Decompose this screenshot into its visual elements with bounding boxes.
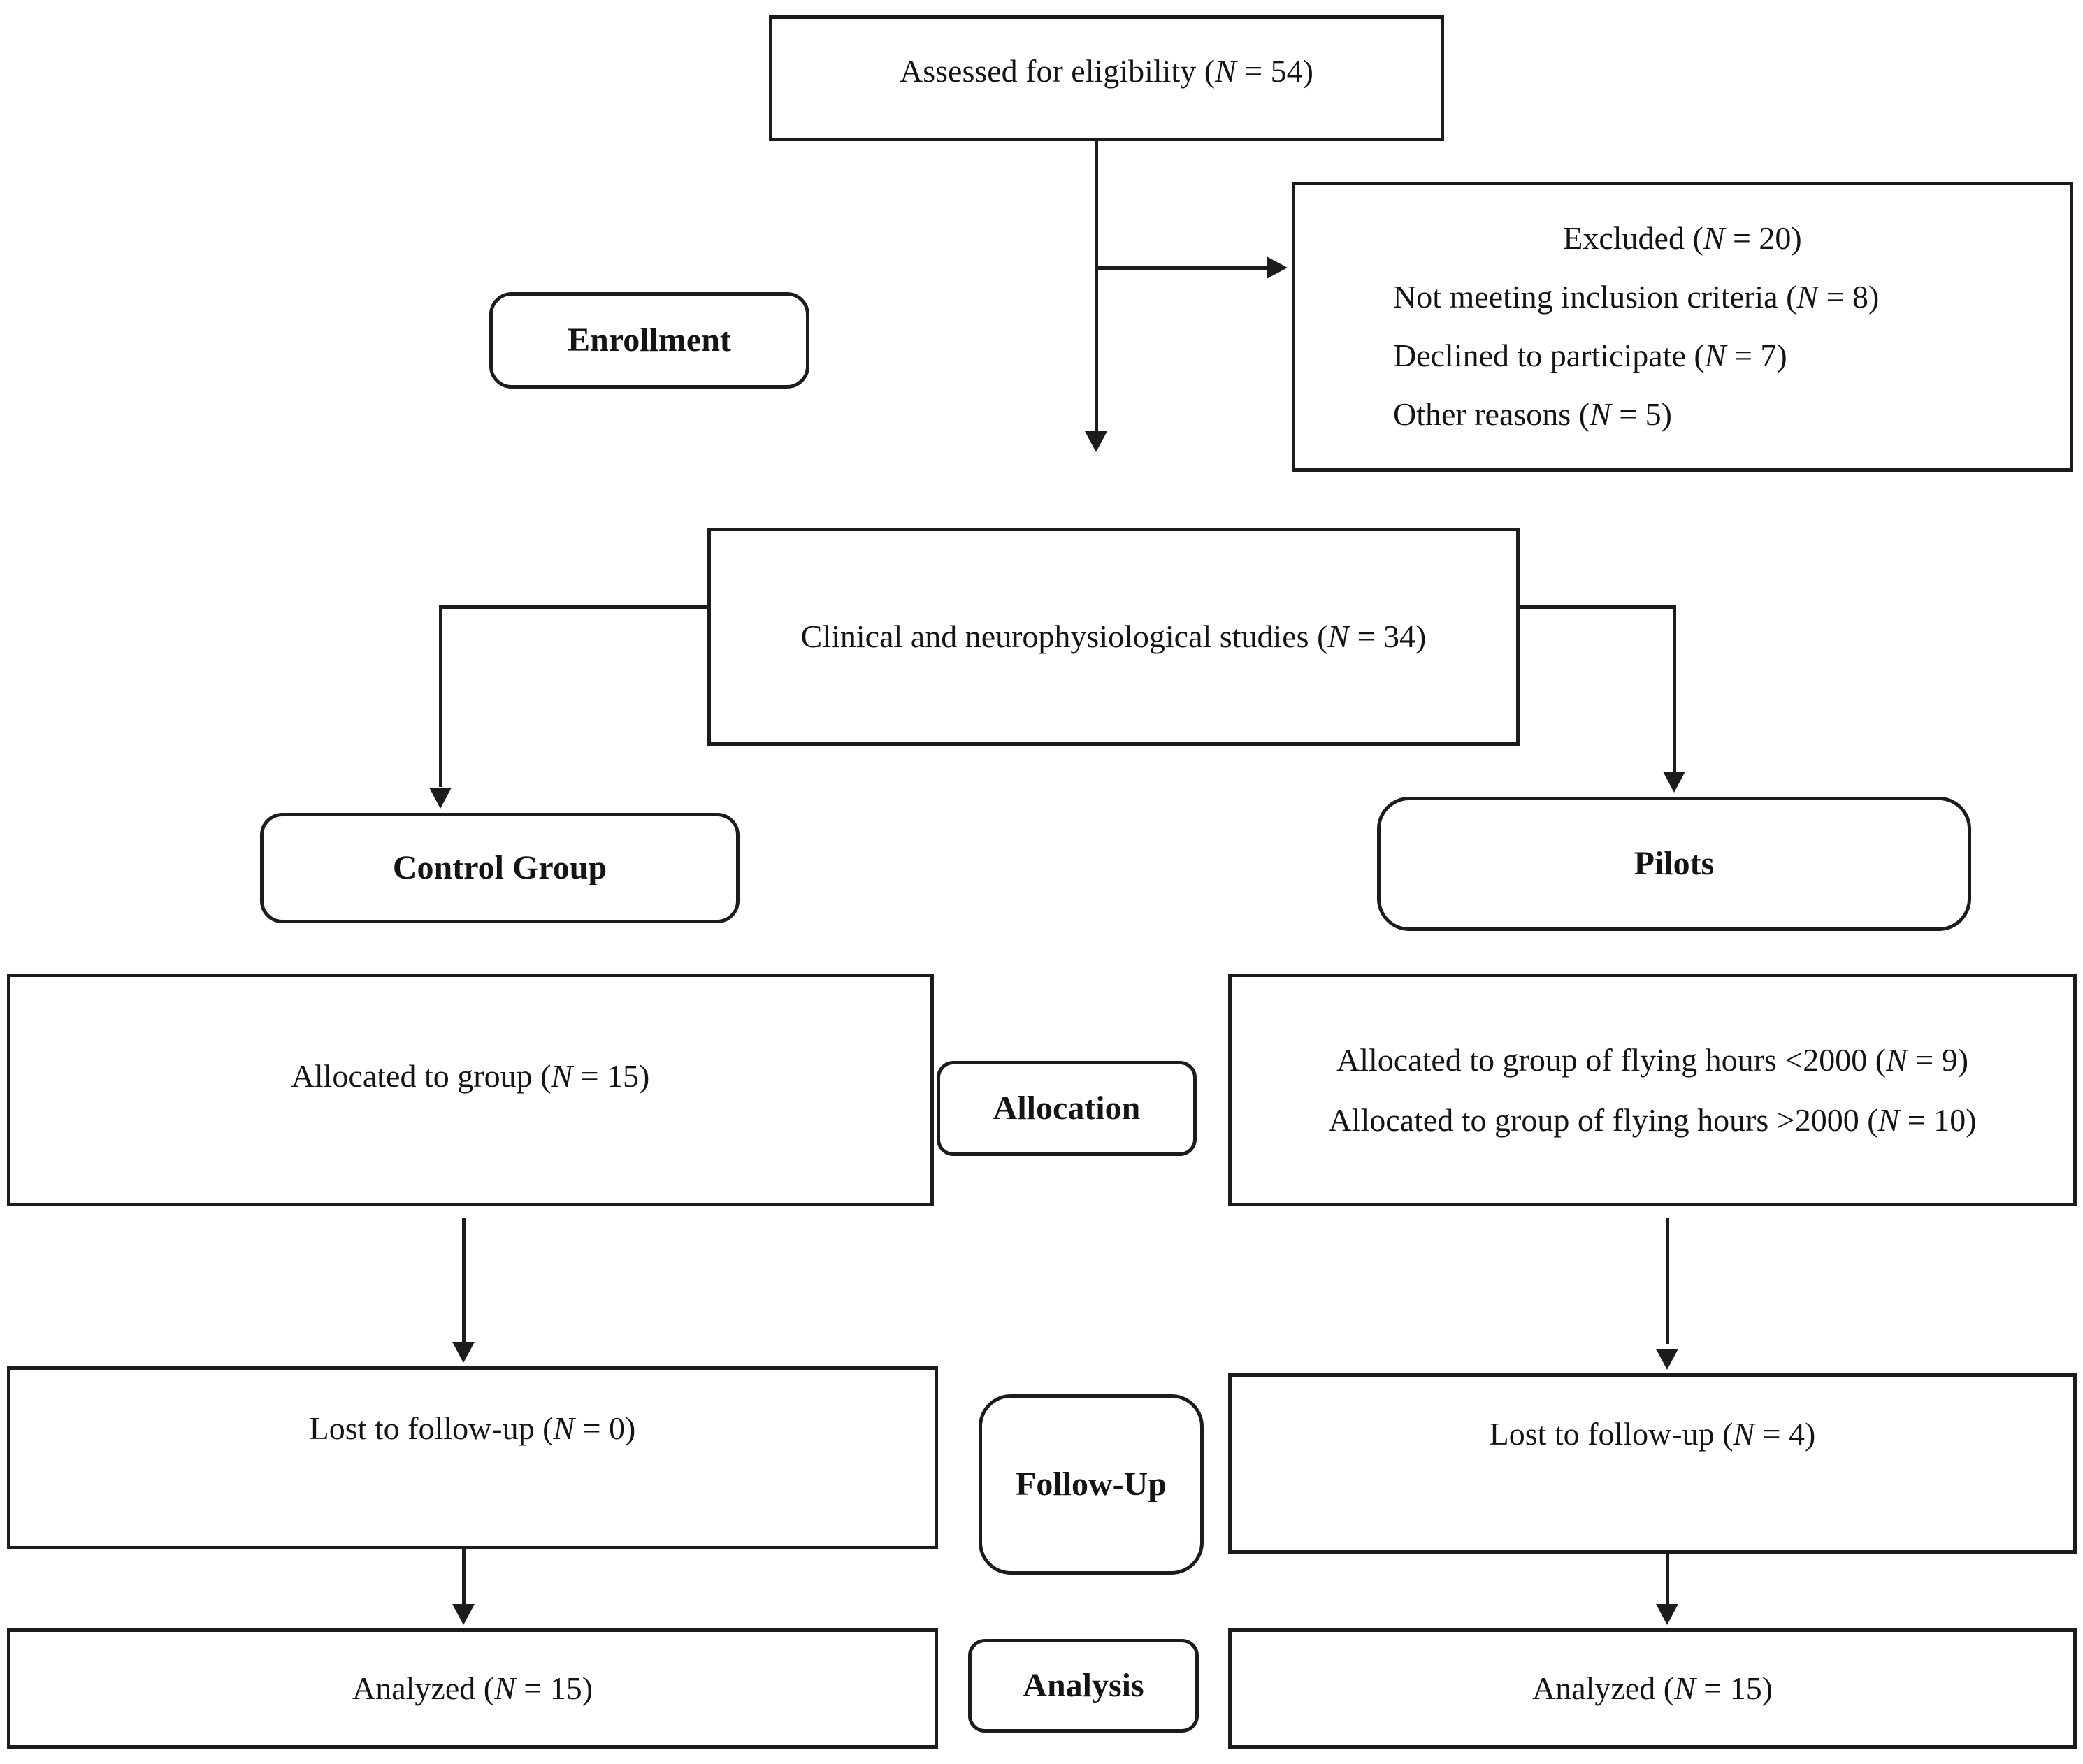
lost-pilots-pre: Lost to follow-up (	[1489, 1415, 1734, 1452]
connector-clinical-right-elbow-v	[1673, 605, 1676, 773]
enrollment-stage-label: Enrollment	[489, 292, 809, 389]
lost-control-post: = 0)	[575, 1410, 636, 1446]
control-group-box: Control Group	[260, 813, 740, 923]
excluded-total-post: = 20)	[1724, 220, 1802, 256]
excluded-criteria-post: = 8)	[1818, 279, 1880, 315]
excluded-declined-post: = 7)	[1726, 338, 1787, 373]
allocated-pilots-line-over2000: Allocated to group of flying hours >2000…	[1328, 1090, 1976, 1150]
analysis-stage-label: Analysis	[968, 1639, 1199, 1733]
allocated-pilots-under2000-pre: Allocated to group of flying hours <2000…	[1336, 1041, 1887, 1078]
excluded-other-n-symbol: N	[1590, 396, 1611, 432]
lost-pilots-text: Lost to follow-up (N = 4)	[1490, 1414, 1816, 1454]
excluded-line-other: Other reasons (N = 5)	[1295, 385, 2070, 444]
lost-control-text: Lost to follow-up (N = 0)	[310, 1408, 636, 1449]
connector-assessed-to-clinical	[1095, 141, 1098, 431]
allocated-control-text: Allocated to group (N = 15)	[291, 1056, 650, 1097]
connector-clinical-right-elbow-h	[1520, 605, 1676, 609]
connector-clinical-left-elbow-v	[439, 605, 442, 787]
clinical-studies-box: Clinical and neurophysiological studies …	[707, 528, 1520, 746]
assessed-box: Assessed for eligibility (N = 54)	[769, 15, 1444, 141]
analyzed-control-text: Analyzed (N = 15)	[352, 1668, 593, 1709]
lost-pilots-post: = 4)	[1754, 1415, 1816, 1452]
excluded-criteria-pre: Not meeting inclusion criteria (	[1393, 279, 1797, 315]
clinical-text-post: = 34)	[1349, 619, 1427, 655]
allocation-label-text: Allocation	[993, 1090, 1141, 1127]
connector-lost-pilots-to-analyzed	[1666, 1554, 1669, 1605]
analyzed-control-pre: Analyzed (	[352, 1670, 495, 1707]
clinical-text: Clinical and neurophysiological studies …	[801, 616, 1427, 657]
arrowhead-into-control-group	[429, 788, 452, 809]
followup-label-text: Follow-Up	[1016, 1466, 1167, 1503]
analyzed-pilots-post: = 15)	[1695, 1670, 1773, 1707]
lost-control-pre: Lost to follow-up (	[309, 1410, 554, 1446]
connector-lost-control-to-analyzed	[462, 1549, 466, 1605]
arrowhead-into-lost-pilots	[1656, 1349, 1678, 1370]
connector-alloc-control-to-lost	[462, 1218, 466, 1344]
allocated-pilots-over2000-n-symbol: N	[1877, 1101, 1900, 1138]
assessed-n-symbol: N	[1215, 53, 1237, 89]
allocated-control-pre: Allocated to group (	[291, 1057, 552, 1094]
excluded-box: Excluded (N = 20) Not meeting inclusion …	[1292, 182, 2073, 472]
allocation-stage-label: Allocation	[937, 1061, 1197, 1156]
excluded-total-pre: Excluded (	[1563, 220, 1703, 256]
allocated-pilots-under2000-n-symbol: N	[1886, 1041, 1908, 1078]
followup-stage-label: Follow-Up	[979, 1394, 1204, 1575]
excluded-other-post: = 5)	[1610, 396, 1672, 432]
allocated-pilots-under2000-post: = 9)	[1907, 1041, 1969, 1078]
pilots-label-text: Pilots	[1634, 845, 1715, 882]
allocated-pilots-box: Allocated to group of flying hours <2000…	[1228, 974, 2077, 1206]
lost-control-n-symbol: N	[553, 1410, 575, 1446]
connector-alloc-pilots-to-lost	[1666, 1218, 1669, 1344]
clinical-n-symbol: N	[1327, 619, 1350, 655]
allocated-control-post: = 15)	[572, 1057, 650, 1094]
arrowhead-into-excluded	[1267, 256, 1288, 279]
arrowhead-into-pilots	[1663, 772, 1685, 793]
excluded-line-total: Excluded (N = 20)	[1295, 209, 2070, 268]
analyzed-pilots-text: Analyzed (N = 15)	[1532, 1668, 1773, 1709]
analyzed-pilots-n-symbol: N	[1674, 1670, 1696, 1707]
allocated-pilots-line-under2000: Allocated to group of flying hours <2000…	[1336, 1030, 1968, 1090]
allocated-pilots-over2000-pre: Allocated to group of flying hours >2000…	[1328, 1101, 1878, 1138]
analyzed-pilots-box: Analyzed (N = 15)	[1228, 1628, 2077, 1749]
arrowhead-into-analyzed-control	[452, 1604, 475, 1625]
lost-pilots-n-symbol: N	[1733, 1415, 1755, 1452]
allocated-pilots-over2000-post: = 10)	[1899, 1101, 1977, 1138]
excluded-other-pre: Other reasons (	[1393, 396, 1590, 432]
analyzed-pilots-pre: Analyzed (	[1531, 1670, 1675, 1707]
analyzed-control-post: = 15)	[515, 1670, 593, 1707]
clinical-text-pre: Clinical and neurophysiological studies …	[800, 619, 1328, 655]
assessed-text-post: = 54)	[1236, 53, 1313, 89]
allocated-control-box: Allocated to group (N = 15)	[7, 974, 934, 1206]
assessed-text-pre: Assessed for eligibility (	[900, 53, 1216, 89]
excluded-declined-n-symbol: N	[1704, 338, 1727, 373]
excluded-line-criteria: Not meeting inclusion criteria (N = 8)	[1295, 268, 2070, 326]
connector-clinical-left-elbow-h	[442, 605, 709, 609]
excluded-line-declined: Declined to participate (N = 7)	[1295, 326, 2070, 385]
lost-pilots-box: Lost to follow-up (N = 4)	[1228, 1373, 2077, 1554]
lost-control-box: Lost to follow-up (N = 0)	[7, 1366, 938, 1549]
assessed-text: Assessed for eligibility (N = 54)	[900, 51, 1313, 92]
analysis-label-text: Analysis	[1023, 1667, 1144, 1704]
allocated-control-n-symbol: N	[551, 1057, 573, 1094]
pilots-group-box: Pilots	[1377, 797, 1971, 931]
connector-branch-to-excluded	[1096, 266, 1267, 270]
excluded-declined-pre: Declined to participate (	[1393, 338, 1705, 373]
enrollment-label-text: Enrollment	[568, 321, 731, 359]
arrowhead-into-lost-control	[452, 1342, 475, 1363]
arrowhead-into-analyzed-pilots	[1656, 1604, 1678, 1625]
excluded-total-n-symbol: N	[1703, 220, 1725, 256]
control-group-label-text: Control Group	[392, 849, 607, 886]
analyzed-control-box: Analyzed (N = 15)	[7, 1628, 938, 1749]
analyzed-control-n-symbol: N	[494, 1670, 516, 1707]
excluded-criteria-n-symbol: N	[1796, 279, 1819, 315]
arrowhead-into-clinical	[1085, 431, 1107, 452]
